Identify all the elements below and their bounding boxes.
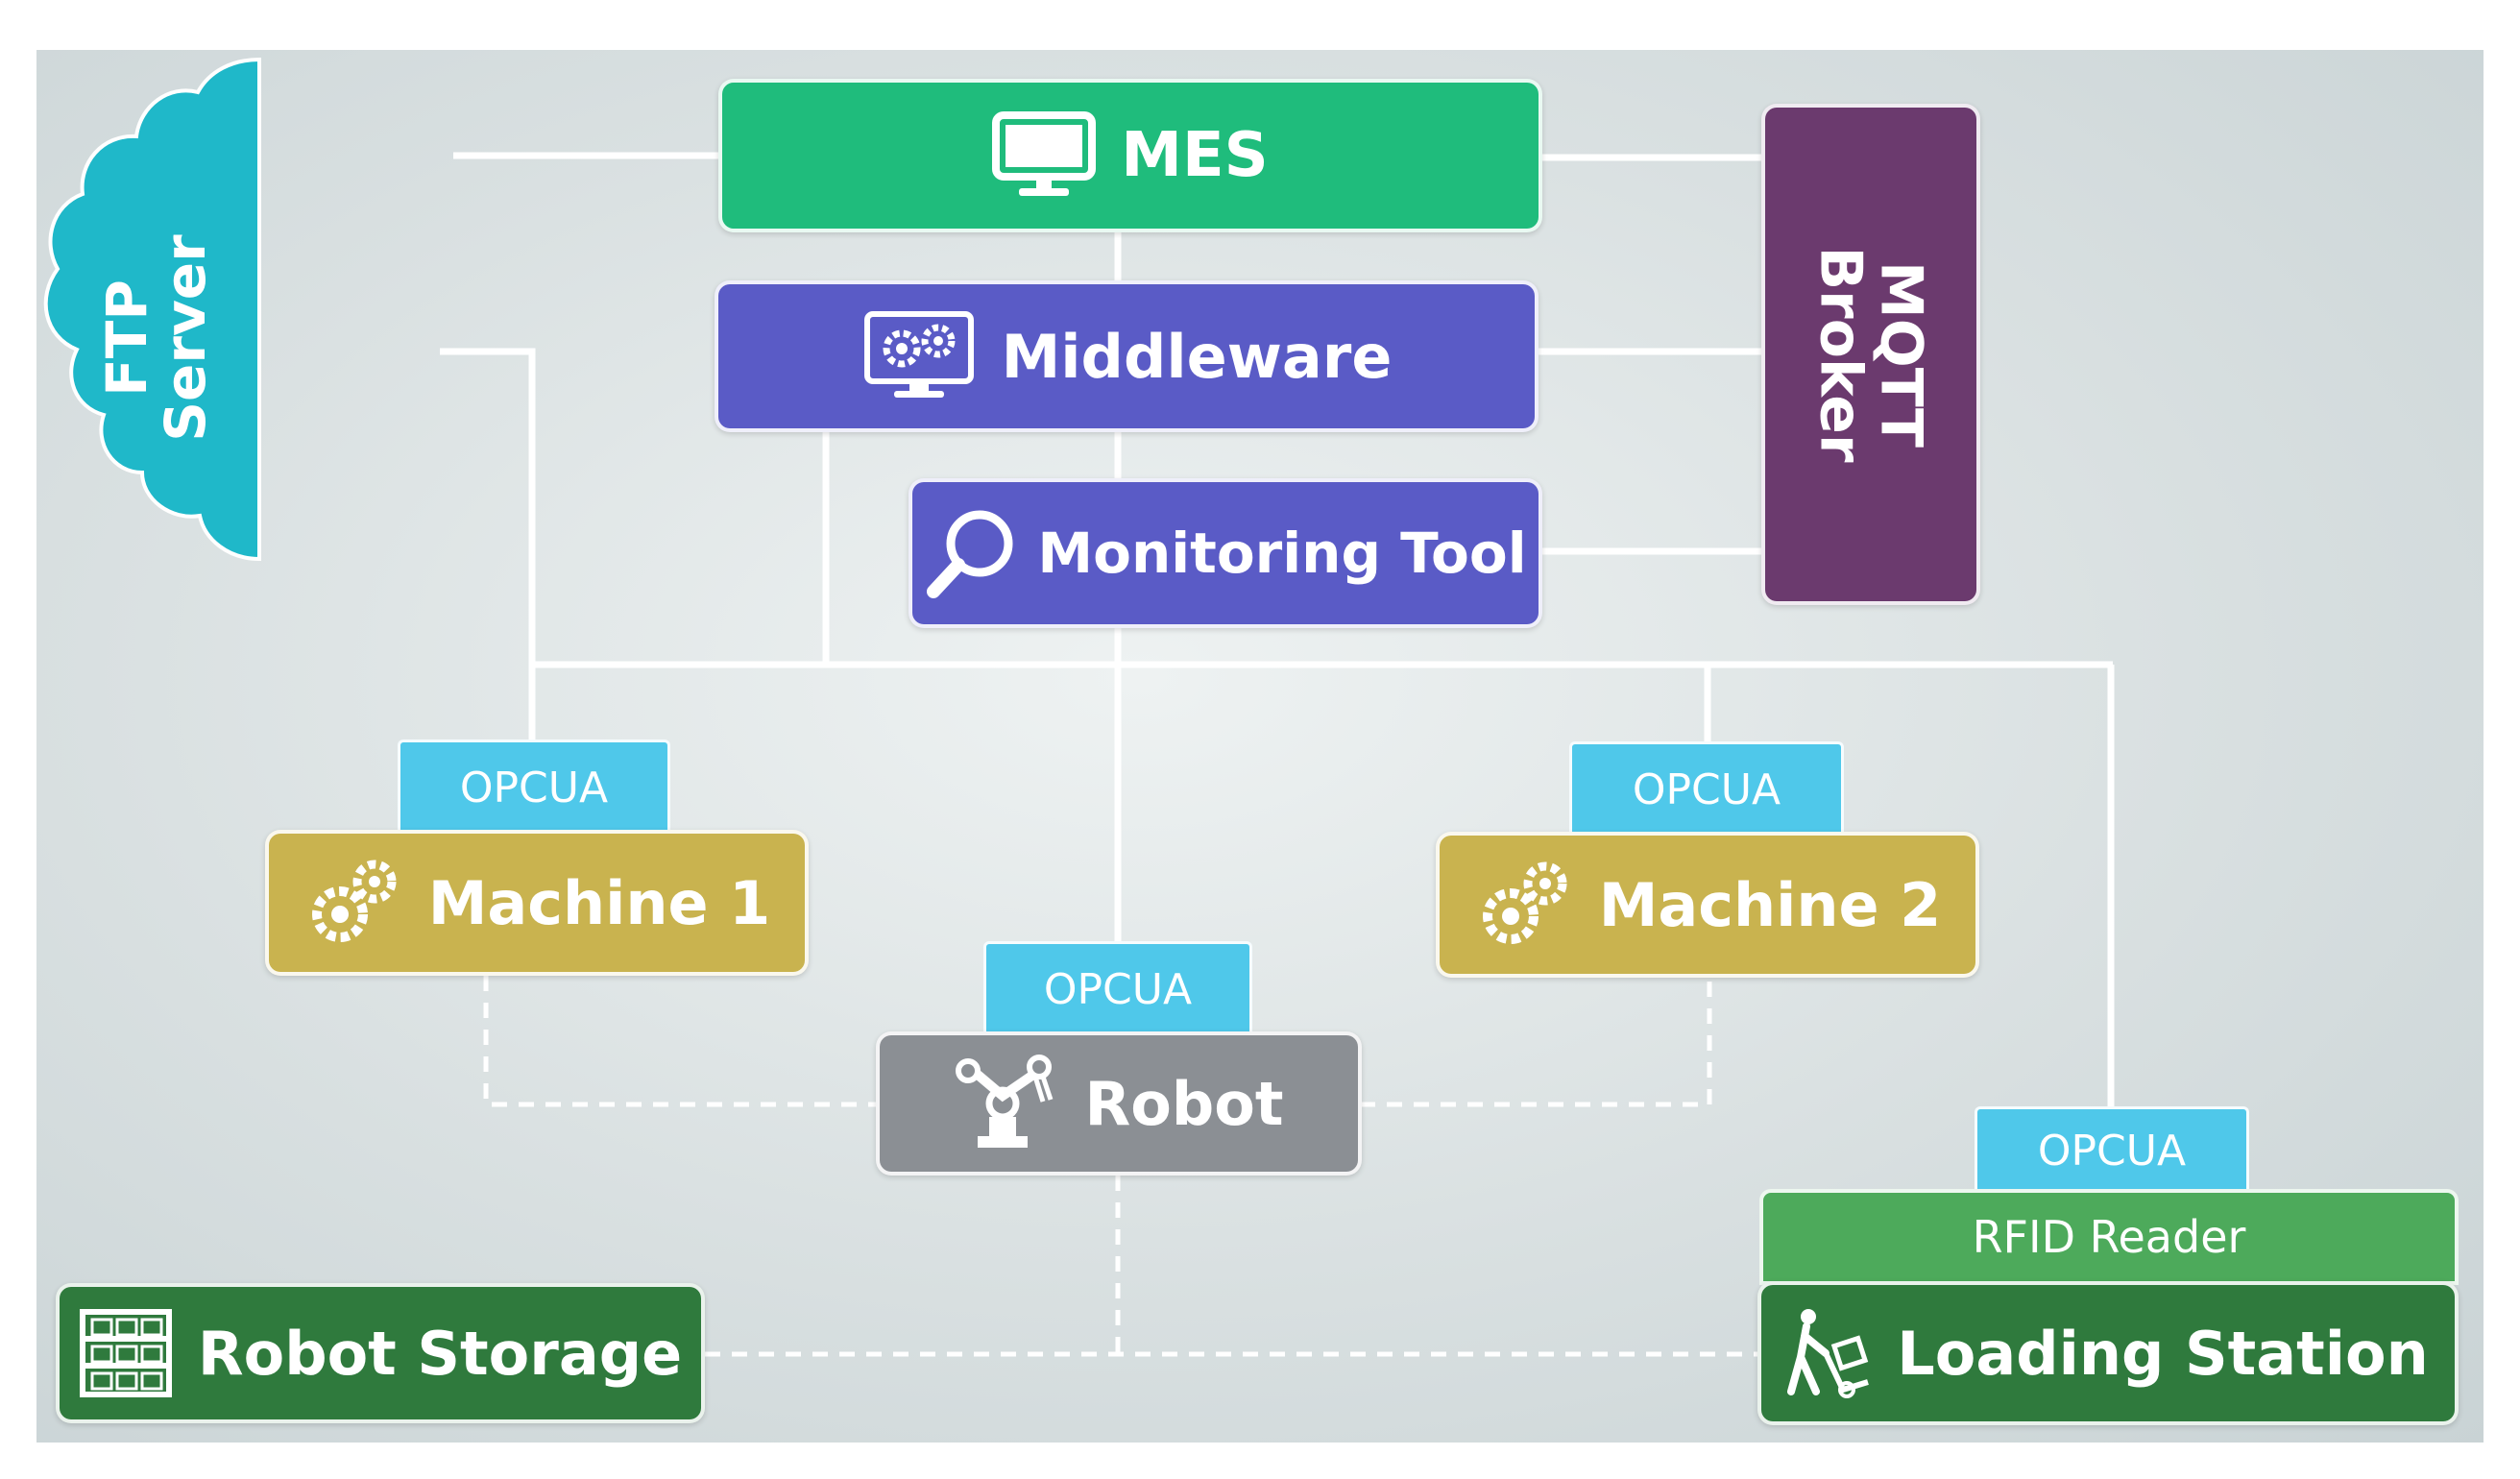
mqtt-label-line1: MQTT	[1868, 261, 1935, 448]
dash-robot-machine2	[1360, 978, 1712, 1107]
robot-arm-icon	[955, 1054, 1060, 1153]
loading-station-node[interactable]: Loading Station	[1757, 1281, 2459, 1425]
monitor-icon	[992, 111, 1097, 200]
ftp-server-label: FTP Server	[94, 234, 218, 442]
ftp-label-line2: Server	[153, 234, 218, 442]
robot-node[interactable]: Robot	[876, 1031, 1362, 1176]
machine1-node[interactable]: Machine 1	[265, 830, 809, 976]
ftp-label-line1: FTP	[94, 279, 160, 397]
machine2-label: Machine 2	[1598, 869, 1942, 940]
middleware-label: Middleware	[1001, 321, 1393, 392]
robot-storage-label: Robot Storage	[197, 1318, 683, 1389]
middleware-node[interactable]: Middleware	[715, 280, 1539, 432]
magnifier-icon	[924, 505, 1020, 601]
robot-label: Robot	[1084, 1068, 1284, 1139]
monitoring-tool-label: Monitoring Tool	[1037, 521, 1527, 586]
opcua-tag-robot: OPCUA	[983, 941, 1252, 1037]
gear-monitor-icon	[861, 308, 977, 404]
loading-station-label: Loading Station	[1897, 1318, 2429, 1389]
monitoring-tool-node[interactable]: Monitoring Tool	[909, 478, 1542, 628]
gears-icon	[303, 853, 403, 953]
opcua-tag-machine1: OPCUA	[398, 740, 670, 836]
shelving-icon	[79, 1308, 173, 1398]
mes-node[interactable]: MES	[718, 79, 1542, 232]
mqtt-label-line2: Broker	[1807, 246, 1875, 463]
hand-truck-icon	[1787, 1307, 1879, 1399]
machine2-node[interactable]: Machine 2	[1436, 832, 1979, 978]
architecture-diagram: FTP Server MES	[36, 50, 2484, 1443]
mqtt-broker-node[interactable]: MQTT Broker	[1761, 104, 1980, 605]
opcua-tag-machine2: OPCUA	[1569, 741, 1844, 837]
line-ftp-bus	[440, 348, 536, 665]
mqtt-broker-label: MQTT Broker	[1807, 246, 1935, 463]
gears-icon	[1474, 855, 1574, 955]
dash-machine1-robot	[483, 976, 878, 1107]
rfid-reader-node[interactable]: RFID Reader	[1759, 1189, 2459, 1285]
connection-lines	[440, 152, 2115, 1357]
opcua-tag-loading-station: OPCUA	[1975, 1106, 2249, 1195]
ftp-server-node[interactable]: FTP Server	[36, 50, 296, 569]
robot-storage-node[interactable]: Robot Storage	[56, 1283, 705, 1423]
dashed-connections	[483, 976, 1759, 1357]
mes-label: MES	[1121, 120, 1269, 191]
solid-connections	[440, 152, 2115, 1108]
machine1-label: Machine 1	[427, 867, 771, 938]
cloud-icon	[43, 57, 261, 562]
